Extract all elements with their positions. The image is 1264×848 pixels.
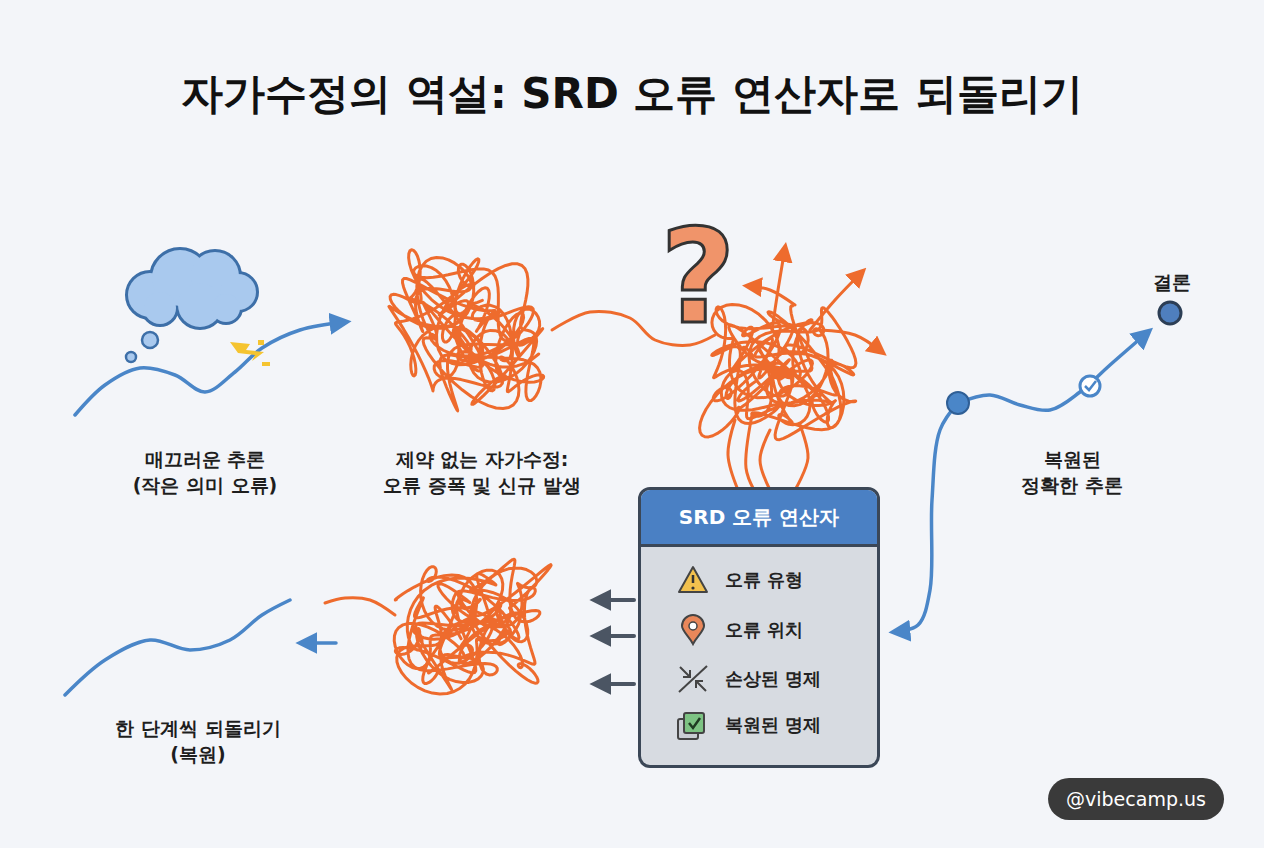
operator-box: SRD 오류 연산자오류 유형오류 위치손상된 명제복원된 명제 <box>638 487 880 768</box>
rollback-arrow <box>596 634 634 638</box>
warning-icon <box>691 586 694 589</box>
restored-path <box>65 600 290 695</box>
box-item: 손상된 명제 <box>725 667 821 691</box>
warning-icon <box>679 567 707 592</box>
step-caption: 복원된 정확한 추론 <box>1017 447 1127 498</box>
diagram-title: 자가수정의 역설: SRD 오류 연산자로 되돌리기 <box>0 66 1264 122</box>
broken-icon <box>679 666 707 692</box>
tangle-strand <box>325 598 395 615</box>
step-caption: 한 단계씩 되돌리기 (복원) <box>108 716 288 767</box>
restored-path <box>958 332 1148 410</box>
tangle-strand <box>746 415 754 490</box>
box-item: 오류 위치 <box>725 618 803 642</box>
tangle-strand <box>795 425 808 490</box>
burst-arrow <box>820 330 882 352</box>
burst-arrow <box>748 286 795 305</box>
box-header: SRD 오류 연산자 <box>641 490 877 547</box>
restored-path <box>895 403 958 632</box>
check-dot <box>1080 376 1100 396</box>
check-icon <box>689 718 700 728</box>
conclusion-label: 결론 <box>1153 270 1191 296</box>
path-dot <box>947 392 969 414</box>
question-mark: ? <box>660 212 735 342</box>
pin-icon <box>689 622 697 630</box>
check-icon <box>684 713 704 733</box>
cloud-outline <box>212 294 240 322</box>
broken-icon <box>696 681 706 691</box>
warning-icon <box>692 575 695 583</box>
tangle-strand <box>728 420 738 490</box>
cloud-fill <box>144 292 176 324</box>
watermark: @vibecamp.us <box>1048 778 1224 820</box>
cloud-outline <box>144 292 176 324</box>
burst-arrow <box>810 272 862 330</box>
reasoning-path <box>75 322 345 415</box>
rollback-arrow <box>596 682 634 686</box>
box-item: 오류 유형 <box>725 568 803 592</box>
tangle-strand <box>760 430 770 490</box>
conclusion-dot <box>1159 302 1181 324</box>
broken-icon <box>680 667 690 677</box>
thought-cloud <box>128 250 256 327</box>
rollback-arrow <box>596 598 634 602</box>
thought-bubble <box>142 332 158 348</box>
box-item: 복원된 명제 <box>725 713 821 737</box>
rollback-arrow <box>302 641 336 645</box>
step-caption: 매끄러운 추론 (작은 의미 오류) <box>130 447 280 498</box>
cloud-fill <box>212 294 240 322</box>
check-mark <box>1085 381 1096 390</box>
step-caption: 제약 없는 자가수정: 오류 증폭 및 신규 발생 <box>375 447 590 498</box>
error-tangle <box>394 559 551 694</box>
error-spark <box>262 362 270 366</box>
error-spark <box>258 340 264 345</box>
thought-bubble <box>126 352 136 362</box>
pin-icon <box>682 615 704 644</box>
burst-arrow <box>772 248 785 330</box>
error-tangle <box>389 250 544 411</box>
